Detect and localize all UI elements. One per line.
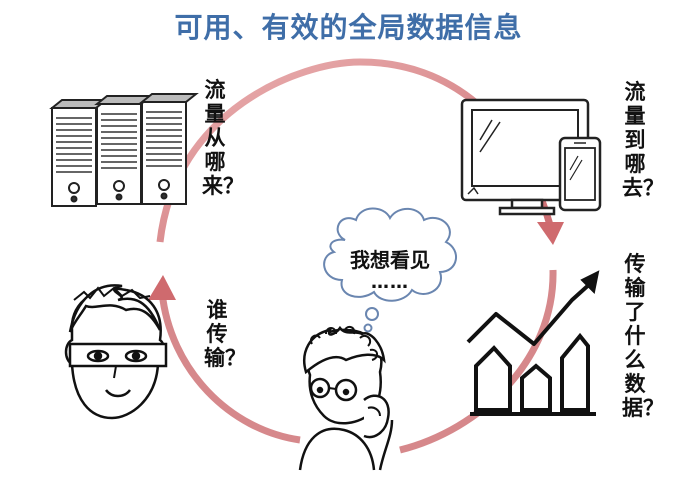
cycle-arc-bottom-right — [399, 269, 557, 454]
thought-bubble-icon — [323, 207, 457, 333]
thought-bubble-ellipsis: …… — [371, 272, 409, 293]
label-who-transmits: 谁传输？ — [204, 298, 246, 370]
masked-person-icon — [64, 284, 168, 420]
page-title: 可用、有效的全局数据信息 — [174, 11, 523, 44]
thought-bubble-text: 我想看见 — [350, 248, 430, 272]
thinking-person-icon — [298, 325, 394, 471]
cycle-arc-bottom-left — [158, 291, 301, 444]
cycle-arrowhead-down — [537, 222, 564, 245]
label-traffic-source: 流量从哪来？ — [202, 78, 244, 198]
label-traffic-destination: 流量到哪去？ — [622, 80, 664, 200]
trend-chart-icon — [466, 270, 600, 416]
server-rack-icon — [49, 93, 199, 207]
phone-icon — [558, 136, 602, 212]
label-what-data: 传输了什么数据？ — [622, 252, 664, 420]
cycle-arrowhead-up — [148, 275, 176, 300]
